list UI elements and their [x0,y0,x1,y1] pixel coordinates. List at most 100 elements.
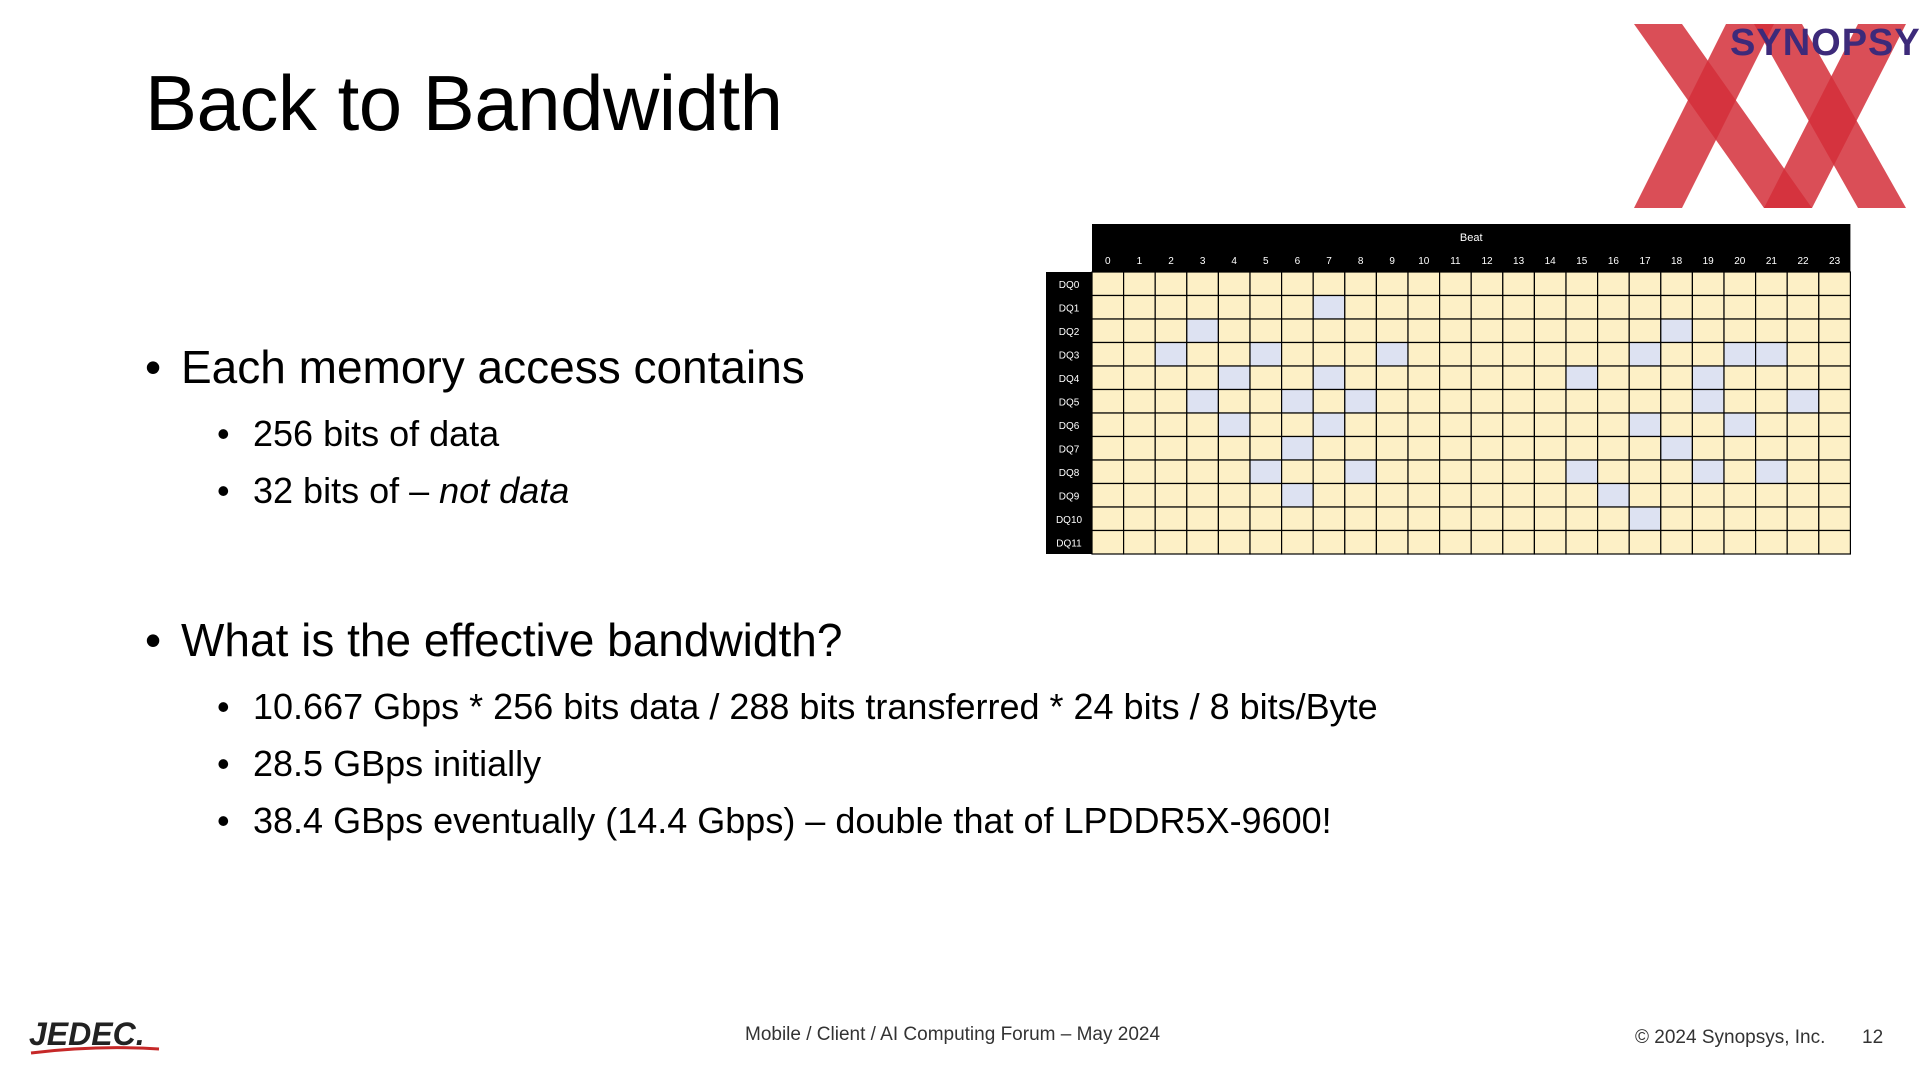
beat-cell [1596,482,1630,508]
beat-cell [1754,388,1788,414]
beat-cell [1502,388,1535,414]
sub-bullet-1-2: •32 bits of – not data [217,470,569,512]
beat-cell [1786,506,1820,532]
beat-cell [1660,529,1693,555]
dq-row-label: DQ0 [1059,280,1080,291]
beat-cell [1091,506,1125,532]
sub-bullet-2-1: •10.667 Gbps * 256 bits data / 288 bits … [217,686,1378,728]
beat-cell [1502,459,1535,485]
beat-cell [1754,318,1788,344]
beat-cell [1628,435,1662,461]
beat-cell [1439,459,1472,485]
beat-cell [1691,412,1725,438]
beat-cell [1502,482,1535,508]
beat-cell [1502,529,1535,555]
beat-cell [1754,294,1788,320]
beat-cell [1565,529,1599,555]
beat-column-label: 15 [1576,256,1588,267]
beat-cell [1154,341,1188,367]
beat-cell [1565,435,1599,461]
slide-title: Back to Bandwidth [145,59,783,147]
page-number: 12 [1862,1027,1884,1048]
beat-cell [1217,435,1251,461]
beat-column-label: 6 [1295,256,1301,267]
dq-row-label: DQ9 [1059,491,1080,502]
beat-cell [1312,459,1346,485]
beat-cell [1565,271,1599,297]
dq-row-label: DQ10 [1056,515,1083,526]
sub-bullet-text: 32 bits of – [253,470,440,511]
beat-cell [1154,506,1188,532]
beat-cell [1660,318,1693,344]
beat-cell [1154,435,1188,461]
beat-cell [1217,388,1251,414]
beat-cell [1249,341,1283,367]
beat-cell [1533,341,1567,367]
beat-cell [1533,435,1567,461]
beat-cell [1186,341,1220,367]
beat-cell [1186,529,1220,555]
beat-cell [1281,318,1314,344]
bullet-dot-icon: • [217,743,230,784]
bullet-dot-icon: • [217,470,230,511]
synopsys-logo-icon [1634,24,1906,208]
beat-cell [1628,506,1662,532]
beat-cell [1281,506,1314,532]
logo-stroke [1764,24,1906,208]
beat-cell [1344,271,1377,297]
beat-cell [1533,318,1567,344]
beat-cell [1122,459,1156,485]
beat-cell [1565,459,1599,485]
beat-cell [1596,294,1630,320]
beat-column-label: 13 [1513,256,1525,267]
beat-cell [1502,435,1535,461]
beat-cell [1249,388,1283,414]
beat-cell [1375,506,1409,532]
beat-cell [1439,506,1472,532]
beat-cell [1723,271,1757,297]
beat-cell [1312,294,1346,320]
beat-cell [1628,365,1662,391]
footer-copyright: © 2024 Synopsys, Inc. [1635,1027,1826,1048]
beat-cell [1154,318,1188,344]
dq-row-label: DQ4 [1059,374,1080,385]
beat-cell [1533,482,1567,508]
bullet-dot-icon: • [217,800,230,841]
beat-header-title: Beat [1460,232,1483,244]
beat-cell [1818,459,1851,485]
dq-row-label: DQ11 [1056,538,1082,549]
beat-cell [1344,529,1377,555]
beat-cell [1596,318,1630,344]
beat-cell [1691,506,1725,532]
beat-cell [1439,365,1472,391]
beat-cell [1596,341,1630,367]
beat-cell [1217,529,1251,555]
beat-cell [1312,529,1346,555]
beat-cell [1565,318,1599,344]
beat-cell [1691,294,1725,320]
beat-cell [1122,529,1156,555]
beat-cell [1691,529,1725,555]
beat-cell [1628,388,1662,414]
beat-cell [1565,341,1599,367]
sub-bullet-2-2: •28.5 GBps initially [217,743,541,785]
beat-cell [1122,318,1156,344]
beat-cell [1249,459,1283,485]
beat-cell [1217,294,1251,320]
dq-row-label: DQ2 [1059,327,1080,338]
beat-column-label: 14 [1545,256,1557,267]
beat-cell [1312,412,1346,438]
beat-cell [1122,365,1156,391]
beat-cell [1281,529,1314,555]
beat-cell [1786,294,1820,320]
beat-column-label: 12 [1481,256,1493,267]
beat-cell [1565,365,1599,391]
beat-cell [1091,412,1125,438]
beat-cell [1281,365,1314,391]
beat-cell [1786,529,1820,555]
beat-cell [1091,318,1125,344]
beat-column-label: 11 [1450,256,1461,267]
beat-cell [1122,412,1156,438]
beat-cell [1754,529,1788,555]
beat-cell [1154,294,1188,320]
